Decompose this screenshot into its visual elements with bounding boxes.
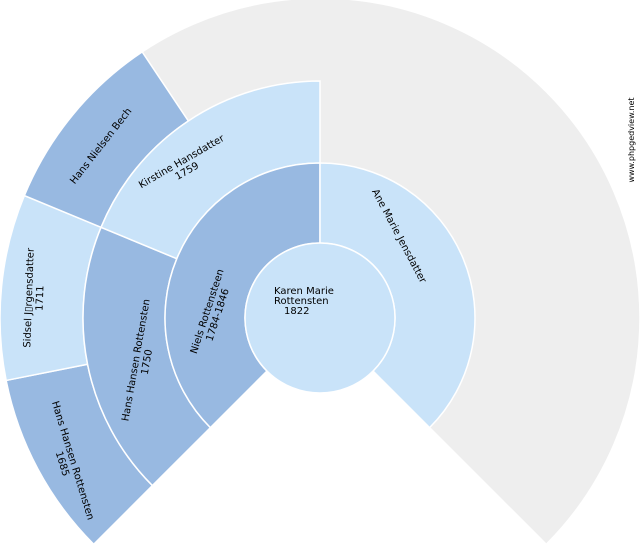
root-name-line2: Rottensten	[274, 296, 329, 307]
watermark: www.phpgedview.net	[627, 97, 636, 182]
great-grandmother-years: 1711	[35, 285, 47, 311]
segment-root-person[interactable]	[244, 242, 396, 394]
great-grandmother-name: Sidsel J▯rgensdatter	[22, 247, 37, 348]
root-name-line1: Karen Marie	[274, 286, 334, 297]
paternal-grandfather-years: 1750	[140, 349, 155, 376]
root-year: 1822	[284, 306, 309, 317]
